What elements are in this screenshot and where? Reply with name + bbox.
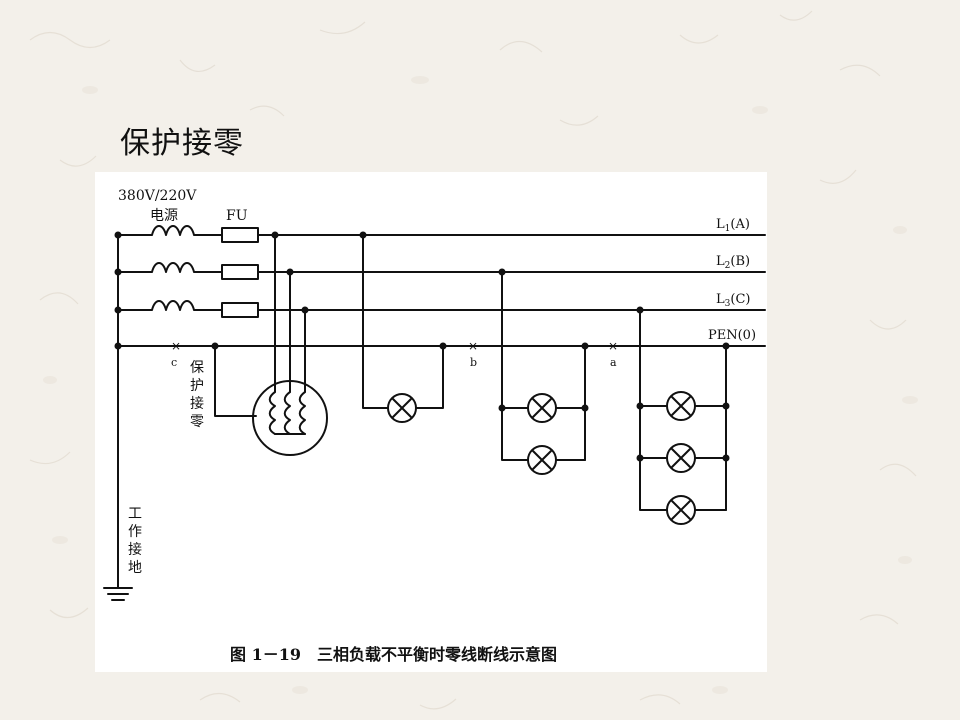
circuit-diagram: 380V/220V 电源 FU L1(A) L2(B) L3(C) PEN(0)… [103,188,766,664]
break-letter-a: a [610,356,617,369]
motor-winding-2 [283,391,291,435]
source-coil-1 [117,225,223,236]
source-coil-3 [117,300,223,311]
working-ground-label-3: 接 [128,541,142,558]
junction-dots [114,231,730,462]
lamp-load-3a [666,391,696,421]
slide-title: 保护接零 [120,126,244,161]
break-letter-b: b [470,356,477,369]
line-label-L3: L3(C) [716,292,750,309]
fuse-2 [221,264,259,280]
working-ground-label-1: 工 [128,506,142,522]
protection-label-3: 接 [190,395,204,412]
fuse-label: FU [226,208,248,224]
motor-winding-3 [298,391,306,435]
circuit-diagram-figure: 380V/220V 电源 FU L1(A) L2(B) L3(C) PEN(0)… [95,172,767,672]
lamp-load-2a [527,393,557,423]
motor-winding-1 [268,391,276,435]
lamp-load-2b [527,445,557,475]
ground-icon [103,587,133,601]
protection-label-1: 保 [190,360,204,376]
figure-caption: 图 1－19 三相负载不平衡时零线断线示意图 [230,645,557,664]
voltage-label: 380V/220V [118,188,197,204]
break-letter-c: c [171,356,177,369]
line-label-L1: L1(A) [716,217,750,234]
working-ground-label-2: 作 [128,524,142,540]
protection-label-2: 护 [190,378,204,394]
break-mark-c: × [171,339,181,353]
protection-label-4: 零 [190,414,204,430]
protection-zero-wire [214,345,257,417]
motor [252,380,328,456]
source-coil-2 [117,262,223,273]
lamp-load-1 [387,393,417,423]
lamp-load-3c [666,495,696,525]
break-mark-a: × [608,339,618,353]
line-label-L2: L2(B) [716,254,750,271]
source-label: 电源 [150,208,178,224]
lamp-load-3b [666,443,696,473]
break-mark-b: × [468,339,478,353]
fuse-3 [221,302,259,318]
fuse-1 [221,227,259,243]
working-ground-label-4: 地 [128,560,142,576]
pen-label: PEN(0) [708,328,756,343]
